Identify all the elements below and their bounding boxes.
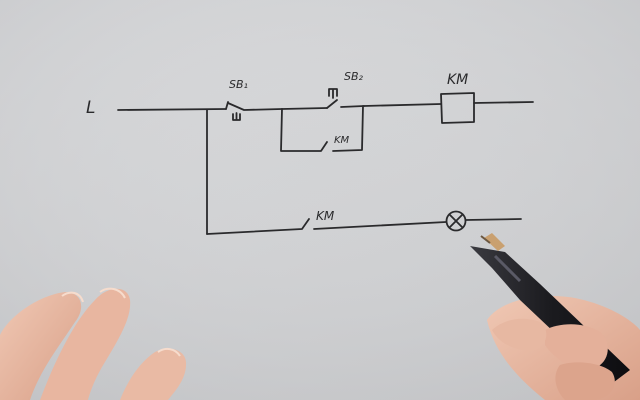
- km-coil-label: KM: [447, 72, 468, 88]
- coil-lead-wire: [363, 103, 442, 107]
- main-wire: [117, 108, 227, 111]
- km-coil: [440, 92, 475, 124]
- sb1-label: SB₁: [229, 78, 248, 91]
- km-lamp-label: KM: [316, 209, 335, 223]
- sb2-label: SB₂: [344, 70, 364, 83]
- sb1-button-head: [232, 112, 241, 121]
- line-label: L: [86, 98, 95, 118]
- lamp-symbol: [445, 210, 467, 232]
- sb2-lead-wire: [281, 107, 328, 110]
- lamp-branch-wire: [206, 218, 447, 235]
- km-hold-contact: [280, 105, 364, 152]
- sb2-button-head: [328, 88, 338, 99]
- left-hand: [0, 287, 187, 400]
- coil-out-wire: [473, 101, 534, 104]
- sb1-switch: [225, 101, 283, 111]
- km-hold-label: KM: [334, 135, 350, 146]
- lamp-cross: [448, 213, 464, 229]
- sb2-switch: [326, 99, 365, 109]
- lamp-out-wire: [465, 218, 522, 221]
- pen-hand: [470, 233, 640, 400]
